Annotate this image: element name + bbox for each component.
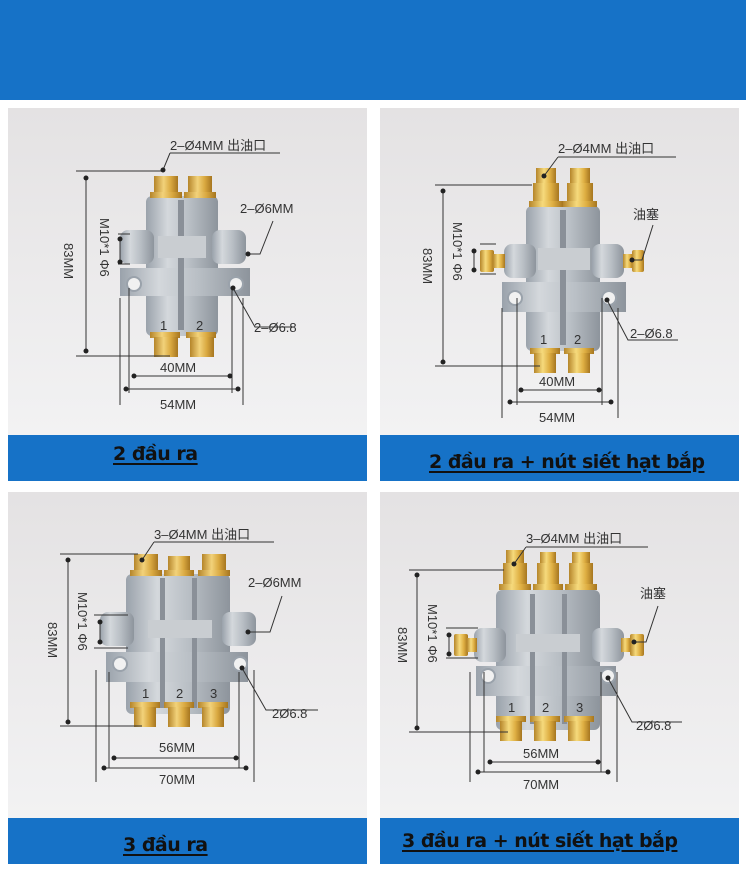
channel-number-1: 1 — [540, 332, 547, 347]
channel-number-1: 1 — [160, 318, 167, 333]
outer-width-label: 54MM — [539, 410, 575, 425]
channel-number-1: 1 — [508, 700, 515, 715]
inner-width-label: 56MM — [159, 740, 195, 755]
mount-hole-spec-label: 2–Ø6.8 — [254, 320, 297, 335]
thread-label: M10*1 Φ6 — [450, 222, 465, 281]
caption-2-outlet[interactable]: 2 đầu ra — [113, 443, 198, 465]
channel-number-2: 2 — [542, 700, 549, 715]
distributor-diagram-2-outlet: 1 2 2–Ø4MM 出油口 2–Ø6MM 2–Ø6.8 40MM 54MM 8… — [61, 138, 297, 412]
outlet-spec-label: 2–Ø4MM 出油口 — [558, 141, 654, 156]
thread-label: M10*1 Φ6 — [425, 604, 440, 663]
height-label: 83MM — [420, 248, 435, 284]
mount-hole-spec-label: 2Ø6.8 — [636, 718, 671, 733]
outlet-spec-label: 2–Ø4MM 出油口 — [170, 138, 266, 153]
distributor-diagram-3-outlet: 1 2 3 3–Ø4MM 出油口 2–Ø6MM 2Ø6.8 56MM 70MM … — [45, 527, 318, 787]
caption-bar-2-outlet-plug: 2 đầu ra + nút siết hạt bắp — [380, 435, 739, 481]
caption-bar-3-outlet: 3 đầu ra — [8, 818, 367, 864]
outer-width-label: 54MM — [160, 397, 196, 412]
mount-hole-spec-label: 2Ø6.8 — [272, 706, 307, 721]
channel-number-3: 3 — [576, 700, 583, 715]
top-banner — [0, 0, 746, 100]
product-image-3-outlet-plug[interactable]: 1 2 3 3–Ø4MM 出油口 油塞 2Ø6.8 56MM 70MM 83MM… — [380, 492, 739, 819]
height-label: 83MM — [395, 627, 410, 663]
caption-bar-3-outlet-plug: 3 đầu ra + nút siết hạt bắp — [380, 818, 739, 864]
height-label: 83MM — [61, 243, 76, 279]
caption-3-outlet[interactable]: 3 đầu ra — [123, 834, 208, 856]
side-port-spec-label: 2–Ø6MM — [240, 201, 293, 216]
distributor-diagram-3-outlet-plug: 1 2 3 3–Ø4MM 出油口 油塞 2Ø6.8 56MM 70MM 83MM… — [395, 531, 682, 792]
height-label: 83MM — [45, 622, 60, 658]
product-image-3-outlet[interactable]: 1 2 3 3–Ø4MM 出油口 2–Ø6MM 2Ø6.8 56MM 70MM … — [8, 492, 367, 819]
side-port-spec-label: 2–Ø6MM — [248, 575, 301, 590]
outer-width-label: 70MM — [523, 777, 559, 792]
thread-label: M10*1 Φ6 — [97, 218, 112, 277]
caption-3-outlet-plug[interactable]: 3 đầu ra + nút siết hạt bắp — [402, 830, 678, 852]
channel-number-1: 1 — [142, 686, 149, 701]
inner-width-label: 40MM — [539, 374, 575, 389]
inner-width-label: 56MM — [523, 746, 559, 761]
product-image-2-outlet[interactable]: 1 2 2–Ø4MM 出油口 2–Ø6MM 2–Ø6.8 40MM 54MM 8… — [8, 108, 367, 435]
caption-2-outlet-plug[interactable]: 2 đầu ra + nút siết hạt bắp — [429, 451, 705, 473]
outlet-spec-label: 3–Ø4MM 出油口 — [154, 527, 250, 542]
outlet-spec-label: 3–Ø4MM 出油口 — [526, 531, 622, 546]
channel-number-2: 2 — [574, 332, 581, 347]
oil-plug-label: 油塞 — [633, 207, 659, 222]
channel-number-2: 2 — [176, 686, 183, 701]
channel-number-3: 3 — [210, 686, 217, 701]
channel-number-2: 2 — [196, 318, 203, 333]
inner-width-label: 40MM — [160, 360, 196, 375]
caption-bar-2-outlet: 2 đầu ra — [8, 435, 367, 481]
outer-width-label: 70MM — [159, 772, 195, 787]
mount-hole-spec-label: 2–Ø6.8 — [630, 326, 673, 341]
product-image-2-outlet-plug[interactable]: 1 2 2–Ø4MM 出油口 油塞 2–Ø6.8 40MM 54MM 83MM … — [380, 108, 739, 435]
thread-label: M10*1 Φ6 — [75, 592, 90, 651]
oil-plug-label: 油塞 — [640, 586, 666, 601]
distributor-diagram-2-outlet-plug: 1 2 2–Ø4MM 出油口 油塞 2–Ø6.8 40MM 54MM 83MM … — [420, 141, 678, 425]
